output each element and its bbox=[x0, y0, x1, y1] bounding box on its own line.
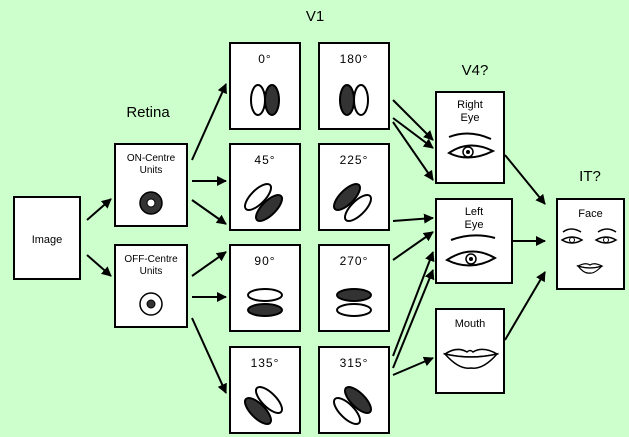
right-eye-drawing-icon bbox=[447, 132, 496, 159]
arrow-v1-to-left-eye-c bbox=[392, 231, 434, 261]
arrow-off-to-90 bbox=[191, 251, 227, 277]
arrow-v1-to-mouth-a bbox=[392, 356, 434, 376]
diagonal-bar-225-icon bbox=[333, 183, 372, 222]
left-eye-box: Left Eye bbox=[435, 198, 513, 284]
v1-cell-45: 45° bbox=[229, 143, 301, 231]
vertical-bar-left-icon bbox=[250, 84, 280, 116]
stage-label-it: IT? bbox=[579, 168, 601, 185]
right-eye-label-line2: Eye bbox=[460, 112, 480, 124]
orientation-label-90: 90° bbox=[254, 254, 276, 268]
arrow-v1-to-left-eye-d bbox=[392, 251, 435, 357]
arrow-v1-to-mouth-b bbox=[392, 269, 435, 369]
orientation-label-45: 45° bbox=[254, 153, 276, 167]
arrow-v1-to-right-eye-b bbox=[392, 117, 434, 149]
off-centre-label-line2: Units bbox=[139, 266, 163, 277]
off-centre-box: OFF-Centre Units bbox=[114, 244, 188, 328]
arrow-on-to-0 bbox=[191, 83, 227, 161]
left-eye-label-line1: Left bbox=[464, 206, 484, 218]
v1-cell-225: 225° bbox=[318, 143, 390, 231]
horizontal-bar-top-icon bbox=[247, 288, 283, 317]
v1-cell-0: 0° bbox=[229, 42, 301, 130]
arrow-right-eye-to-face bbox=[504, 154, 546, 205]
image-box: Image bbox=[13, 196, 81, 280]
on-centre-label-line2: Units bbox=[139, 165, 163, 176]
diagonal-bar-315-icon bbox=[333, 386, 372, 425]
diagonal-bar-135-icon bbox=[244, 386, 283, 425]
v1-cell-180: 180° bbox=[318, 42, 390, 130]
diagonal-bar-45-icon bbox=[244, 183, 283, 222]
right-eye-label-line1: Right bbox=[457, 99, 483, 111]
v1-cell-90: 90° bbox=[229, 244, 301, 332]
off-centre-label-line1: OFF-Centre bbox=[124, 254, 178, 265]
horizontal-bar-bottom-icon bbox=[336, 288, 372, 317]
face-drawing-icon bbox=[560, 228, 618, 274]
v1-cell-135: 135° bbox=[229, 346, 301, 434]
orientation-label-270: 270° bbox=[339, 254, 369, 268]
orientation-label-225: 225° bbox=[339, 153, 369, 167]
arrow-v1-to-right-eye-a bbox=[392, 99, 434, 141]
arrow-mouth-to-face bbox=[504, 271, 546, 341]
arrow-image-to-on bbox=[86, 198, 112, 221]
image-label: Image bbox=[31, 234, 63, 246]
orientation-label-0: 0° bbox=[258, 52, 272, 66]
orientation-label-180: 180° bbox=[339, 52, 369, 66]
vertical-bar-right-icon bbox=[339, 84, 369, 116]
right-eye-box: Right Eye bbox=[435, 91, 505, 184]
left-eye-label-line2: Eye bbox=[464, 219, 484, 231]
v1-cell-315: 315° bbox=[318, 346, 390, 434]
mouth-drawing-icon bbox=[442, 348, 500, 369]
face-label: Face bbox=[578, 208, 603, 220]
on-centre-receptive-field-icon bbox=[139, 191, 163, 215]
left-eye-drawing-icon bbox=[445, 234, 497, 267]
orientation-label-315: 315° bbox=[339, 356, 369, 370]
arrow-off-to-135 bbox=[191, 317, 227, 394]
face-box: Face bbox=[556, 198, 625, 290]
v1-cell-270: 270° bbox=[318, 244, 390, 332]
mouth-label: Mouth bbox=[454, 318, 486, 330]
stage-label-v1: V1 bbox=[305, 8, 325, 25]
stage-label-v4: V4? bbox=[461, 62, 489, 79]
on-centre-box: ON-Centre Units bbox=[114, 143, 188, 227]
off-centre-receptive-field-icon bbox=[139, 292, 163, 316]
arrow-on-to-off45 bbox=[191, 199, 227, 225]
arrow-image-to-off bbox=[86, 254, 112, 277]
stage-label-retina: Retina bbox=[126, 104, 170, 121]
mouth-box: Mouth bbox=[435, 308, 505, 394]
arrow-v1-to-left-eye-b bbox=[392, 213, 434, 224]
on-centre-label-line1: ON-Centre bbox=[126, 153, 176, 164]
orientation-label-135: 135° bbox=[250, 356, 280, 370]
arrow-v1-to-left-eye-a bbox=[392, 121, 434, 181]
